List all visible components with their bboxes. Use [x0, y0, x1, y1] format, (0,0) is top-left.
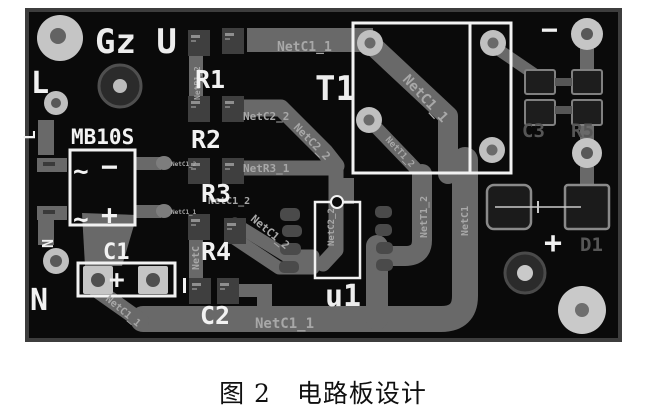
trace-u1-top	[340, 178, 354, 204]
label-c1: C1	[103, 240, 130, 265]
net-label-t1-right-v: NetC1	[460, 206, 471, 236]
figure-caption-title: 电路板设计	[296, 379, 427, 408]
outline-mb10s	[68, 148, 137, 227]
pad-mb10s-right-bottom	[156, 204, 172, 218]
net-label-r2-h: NetC2_2	[243, 110, 289, 123]
outline-t1	[351, 21, 513, 175]
label-r3: R3	[201, 179, 231, 208]
pads-and-vias	[37, 15, 606, 334]
c3-r5-link-top	[555, 78, 572, 86]
label-t1: T1	[315, 69, 356, 109]
u1-pads	[279, 206, 393, 273]
hole	[51, 98, 61, 108]
pcb-layout-image: NetC1_1 NetR1_2 NetC2_2 NetC2_2 NetR3_1 …	[20, 8, 622, 342]
stub-mark-bottom	[43, 210, 55, 214]
label-r5: R5	[571, 120, 594, 142]
silkscreen-tick	[183, 278, 186, 293]
label-n: N	[30, 283, 48, 318]
label-l: L	[31, 66, 49, 101]
label-c3: C3	[522, 120, 545, 142]
hole	[575, 303, 589, 317]
plus-mb10s-symbol: +	[101, 198, 118, 231]
trace-left-edge-bottom	[38, 213, 54, 245]
board-title: Gz U	[95, 22, 177, 62]
net-label-r1: NetR1_2	[193, 66, 202, 100]
silkscreen-outlines	[68, 21, 513, 298]
trace-mb10s-right-top	[135, 157, 161, 170]
c3-r5-link-bottom	[555, 106, 572, 114]
hole	[581, 147, 593, 159]
trace-r4-vertical	[189, 236, 203, 282]
trace-left-edge-top	[38, 120, 54, 155]
label-l-side: L	[20, 130, 39, 140]
label-mb10s: MB10S	[71, 125, 134, 149]
hole	[50, 255, 62, 267]
d1-component	[485, 183, 611, 231]
net-label-netc: NetC	[191, 246, 202, 270]
net-label-top: NetC1_1	[277, 40, 332, 55]
outline-c1	[76, 261, 177, 298]
net-label-r3: NetR3_1	[243, 162, 290, 175]
label-d1: D1	[580, 234, 603, 256]
c3-r5-pads	[524, 69, 603, 126]
c3-pad-top	[524, 69, 556, 95]
net-label-mb-top: NetC1_2	[171, 161, 197, 168]
trace-bottom-band	[130, 147, 478, 332]
plus-c1-symbol: +	[109, 265, 125, 295]
silkscreen-text: Gz U L N N L MB10S C1 R1 R2 R3 R4 C2 T1 …	[20, 13, 603, 330]
via-center	[517, 265, 533, 281]
c1-pads	[83, 266, 168, 294]
hole	[50, 28, 66, 44]
pad-mb10s-right-top	[156, 156, 172, 170]
figure-caption: 图 2 电路板设计	[0, 374, 646, 410]
u1-notch	[330, 195, 344, 209]
label-c2: C2	[200, 301, 230, 330]
trace-netc1-2-a	[228, 217, 320, 263]
label-u1: u1	[325, 279, 361, 314]
label-n-side: N	[39, 239, 57, 248]
trace-mb10s-right-bottom	[135, 205, 161, 218]
label-r2: R2	[191, 125, 221, 154]
stub-mark-top	[43, 162, 55, 166]
r5-pad-top	[571, 69, 603, 95]
minus-topright-symbol: −	[541, 13, 558, 46]
net-label-u1: NetC2_2	[327, 208, 337, 246]
trace-netr3-1	[229, 160, 344, 272]
trace-t1-middle	[369, 164, 432, 266]
figure-caption-label: 图 2	[219, 379, 271, 408]
minus-mb10s-symbol: −	[101, 150, 118, 183]
d1-center-tick	[537, 201, 539, 213]
net-label-t1-left-v: NetT1_2	[419, 196, 430, 238]
net-label-r4-h: NetC1_2	[208, 196, 250, 207]
label-r1: R1	[195, 65, 225, 94]
ac-bottom-symbol: ~	[73, 205, 89, 235]
via-center	[113, 79, 127, 93]
trace-t1-diagonal	[360, 33, 458, 184]
ac-top-symbol: ~	[73, 157, 89, 187]
trace-netc2-2	[228, 99, 345, 175]
label-r4: R4	[201, 237, 231, 266]
net-label-mb-bottom: NetC1_1	[171, 209, 197, 216]
plus-d1-symbol: +	[544, 226, 562, 261]
net-label-bottom: NetC1_1	[255, 316, 314, 332]
hole	[581, 28, 593, 40]
